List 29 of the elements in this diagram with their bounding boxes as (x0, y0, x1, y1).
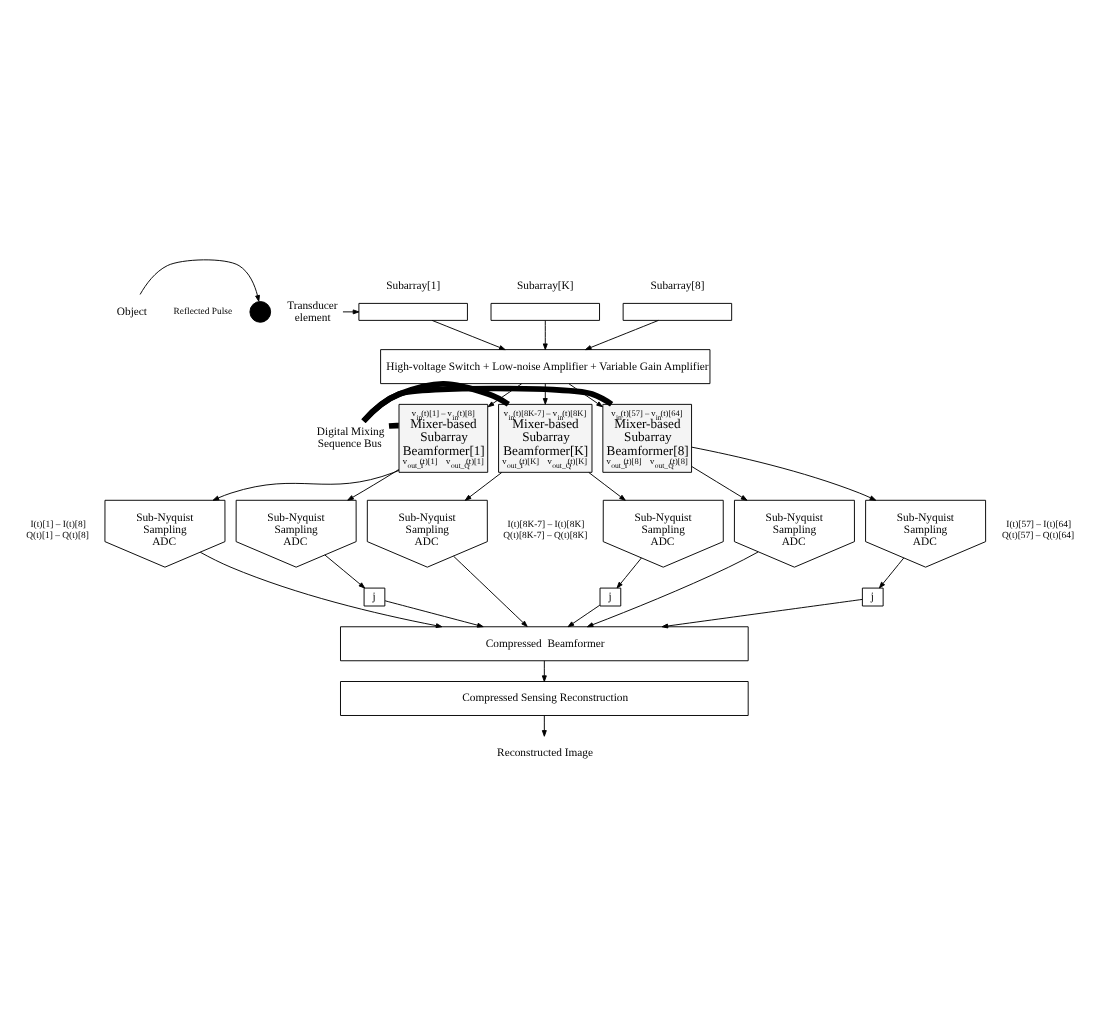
arrow (324, 553, 366, 588)
arrow (342, 308, 360, 314)
arrow (616, 556, 642, 588)
arrow (691, 445, 877, 500)
arrow (584, 318, 659, 350)
arrow (464, 471, 503, 500)
node-box (490, 301, 600, 320)
connector (388, 421, 399, 428)
node-box (622, 301, 733, 320)
arrow (691, 465, 748, 500)
arrow (541, 659, 547, 681)
arrow (139, 258, 260, 301)
arrow (431, 318, 506, 350)
arrow (199, 550, 443, 628)
arrow (487, 382, 523, 407)
arrow (588, 471, 626, 500)
arrow (212, 468, 400, 500)
arrow (453, 554, 528, 626)
arrow (568, 382, 603, 407)
arrow (661, 597, 863, 628)
arrow (541, 714, 547, 736)
arrow (347, 468, 400, 500)
arrow (567, 603, 601, 627)
arrow (879, 556, 905, 588)
node-circle (249, 300, 272, 322)
arrow (384, 599, 484, 627)
arrow (586, 550, 759, 627)
node-box (358, 301, 468, 320)
arrow (542, 319, 548, 349)
